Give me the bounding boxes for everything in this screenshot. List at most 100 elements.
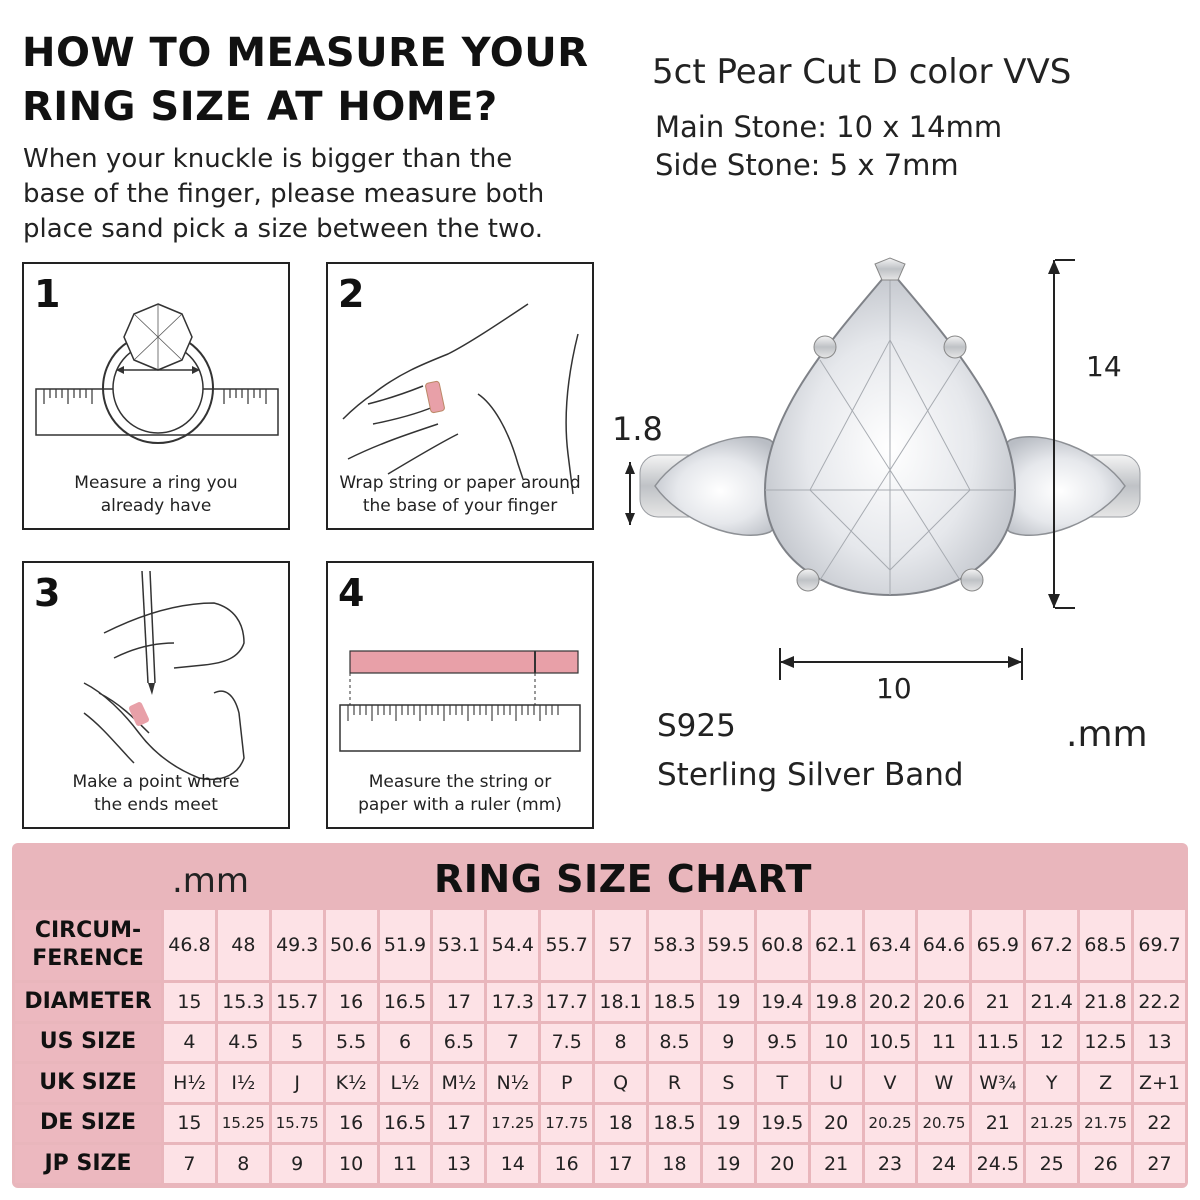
us-value-cell: 12.5 — [1080, 1023, 1132, 1061]
circumference-value-cell: 54.4 — [487, 910, 539, 980]
jp-value-cell: 14 — [487, 1145, 539, 1183]
jp-value-cell: 20 — [756, 1145, 808, 1183]
circumference-value-cell: 57 — [595, 910, 647, 980]
circumference-value-cell: 68.5 — [1080, 910, 1132, 980]
circumference-header-line1: CIRCUM- — [34, 918, 142, 943]
step-3-caption-line2: the ends meet — [94, 795, 218, 815]
de-size-header: DE SIZE — [15, 1104, 161, 1142]
step-2-caption-line1: Wrap string or paper around — [339, 473, 581, 493]
uk-size-header: UK SIZE — [15, 1064, 161, 1102]
step-3-panel: 3 Make a point where the ends meet — [22, 561, 290, 829]
diameter-value-cell: 15 — [164, 983, 215, 1021]
jp-value-cell: 13 — [433, 1145, 485, 1183]
circumference-value-cell: 59.5 — [702, 910, 754, 980]
us-value-cell: 5 — [271, 1023, 323, 1061]
step-1-caption: Measure a ring you already have — [24, 472, 288, 518]
jp-value-cell: 9 — [271, 1145, 323, 1183]
diameter-value-cell: 16.5 — [379, 983, 431, 1021]
jp-value-cell: 25 — [1026, 1145, 1078, 1183]
jp-value-cell: 24.5 — [972, 1145, 1024, 1183]
ring-product-image — [625, 257, 1141, 680]
uk-value-cell: Z+1 — [1134, 1064, 1185, 1102]
circumference-value-cell: 65.9 — [972, 910, 1024, 980]
de-value-cell: 15.25 — [217, 1104, 269, 1142]
guide-intro-line2: base of the finger, please measure both — [23, 179, 545, 209]
step-1-caption-line1: Measure a ring you — [74, 473, 238, 493]
step-1-caption-line2: already have — [100, 496, 212, 516]
guide-intro-line3: place sand pick a size between the two. — [23, 214, 543, 244]
uk-value-cell: T — [756, 1064, 808, 1102]
us-value-cell: 4 — [164, 1023, 215, 1061]
width-dimension-label: 10 — [876, 672, 912, 705]
step-2-caption: Wrap string or paper around the base of … — [328, 472, 592, 518]
step-1-panel: 1 Measure a ring you already have — [22, 262, 290, 530]
us-value-cell: 8.5 — [649, 1023, 700, 1061]
jp-value-cell: 23 — [864, 1145, 916, 1183]
step-2-caption-line2: the base of your finger — [362, 496, 558, 516]
circumference-value-cell: 48 — [217, 910, 269, 980]
us-value-cell: 11 — [918, 1023, 970, 1061]
de-value-cell: 22 — [1134, 1104, 1185, 1142]
jp-value-cell: 19 — [702, 1145, 754, 1183]
us-size-header: US SIZE — [15, 1023, 161, 1061]
ring-ruler-illustration — [35, 303, 279, 444]
material-code: S925 — [657, 708, 736, 744]
diameter-value-cell: 21.4 — [1026, 983, 1078, 1021]
de-value-cell: 17 — [433, 1104, 485, 1142]
de-value-cell: 15 — [164, 1104, 215, 1142]
jp-value-cell: 8 — [217, 1145, 269, 1183]
circumference-value-cell: 55.7 — [541, 910, 593, 980]
de-value-cell: 18.5 — [649, 1104, 700, 1142]
diameter-value-cell: 19 — [702, 983, 754, 1021]
circumference-value-cell: 53.1 — [433, 910, 485, 980]
de-value-cell: 21 — [972, 1104, 1024, 1142]
diameter-value-cell: 18.5 — [649, 983, 700, 1021]
uk-value-cell: U — [810, 1064, 862, 1102]
de-value-cell: 15.75 — [271, 1104, 323, 1142]
us-value-cell: 11.5 — [972, 1023, 1024, 1061]
step-4-caption-line1: Measure the string or — [368, 772, 552, 792]
uk-value-cell: J — [271, 1064, 323, 1102]
diameter-value-cell: 20.6 — [918, 983, 970, 1021]
diameter-value-cell: 21.8 — [1080, 983, 1132, 1021]
diameter-value-cell: 19.4 — [756, 983, 808, 1021]
uk-value-cell: Z — [1080, 1064, 1132, 1102]
jp-value-cell: 26 — [1080, 1145, 1132, 1183]
circumference-value-cell: 58.3 — [649, 910, 700, 980]
hand-wrap-illustration — [342, 303, 579, 495]
diameter-value-cell: 17.3 — [487, 983, 539, 1021]
guide-intro-line1: When your knuckle is bigger than the — [23, 144, 513, 174]
material-name: Sterling Silver Band — [657, 757, 964, 793]
us-value-cell: 6.5 — [433, 1023, 485, 1061]
diameter-value-cell: 17.7 — [541, 983, 593, 1021]
diameter-value-cell: 17 — [433, 983, 485, 1021]
step-2-number: 2 — [338, 272, 365, 316]
uk-value-cell: R — [649, 1064, 700, 1102]
jp-value-cell: 16 — [541, 1145, 593, 1183]
step-4-number: 4 — [338, 571, 365, 615]
jp-value-cell: 18 — [649, 1145, 700, 1183]
jp-size-header: JP SIZE — [15, 1145, 161, 1183]
circumference-value-cell: 67.2 — [1026, 910, 1078, 980]
de-value-cell: 20 — [810, 1104, 862, 1142]
uk-value-cell: M½ — [433, 1064, 485, 1102]
de-value-cell: 17.25 — [487, 1104, 539, 1142]
circumference-header: CIRCUM- FERENCE — [15, 910, 161, 980]
us-value-cell: 13 — [1134, 1023, 1185, 1061]
step-2-panel: 2 Wrap string or paper around the base o… — [326, 262, 594, 530]
main-stone-spec: Main Stone: 10 x 14mm — [655, 110, 1003, 144]
product-title: 5ct Pear Cut D color VVS — [652, 52, 1072, 92]
step-4-panel: 4 Measure the string or paper with a rul… — [326, 561, 594, 829]
jp-value-cell: 27 — [1134, 1145, 1185, 1183]
us-value-cell: 10 — [810, 1023, 862, 1061]
chart-unit: .mm — [172, 861, 250, 901]
uk-value-cell: W¾ — [972, 1064, 1024, 1102]
us-value-cell: 5.5 — [325, 1023, 377, 1061]
step-1-number: 1 — [34, 272, 61, 316]
jp-value-cell: 17 — [595, 1145, 647, 1183]
diameter-value-cell: 16 — [325, 983, 377, 1021]
